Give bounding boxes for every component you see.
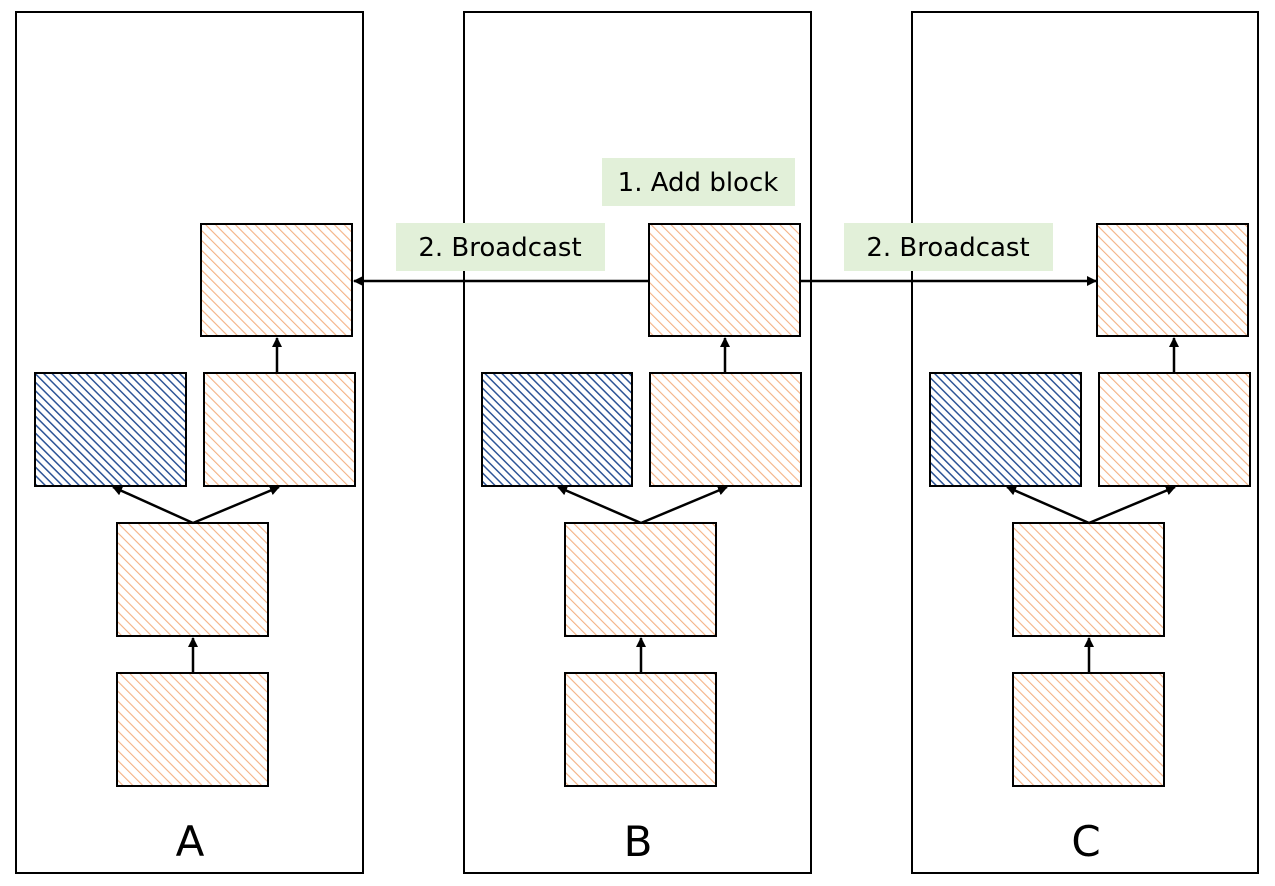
fork-block [34,372,187,487]
node-c-label: C [1071,817,1100,866]
node-c-chain [929,223,1251,787]
node-b-container [463,11,812,874]
chain-arrow [192,485,280,525]
broadcast-right-label-bg [844,223,1053,271]
fork-block [481,372,633,487]
chain-arrow [112,485,194,525]
broadcast-left-label-bg [396,223,605,271]
chain-arrow [640,485,728,525]
broadcast-left-label: 2. Broadcast [418,233,581,263]
block [1098,372,1251,487]
fork-block [929,372,1082,487]
node-a-container [15,11,364,874]
received-block [1096,223,1249,337]
broadcast-right-label: 2. Broadcast [866,233,1029,263]
block [649,372,802,487]
block [116,672,269,787]
chain-arrow [1088,485,1176,525]
add-block-label: 1. Add block [618,168,779,198]
block [1012,672,1165,787]
chain-arrow [557,485,642,525]
block [203,372,356,487]
block [116,522,269,637]
block [564,672,717,787]
block [564,522,717,637]
block [1012,522,1165,637]
received-block [200,223,353,337]
node-b-label: B [624,817,653,866]
add-block-label-bg [602,158,795,206]
node-a-chain [34,223,356,787]
new-block [648,223,801,337]
node-b-chain [481,223,802,787]
chain-arrow [1006,485,1090,525]
node-a-label: A [176,817,205,866]
node-c-container [911,11,1259,874]
